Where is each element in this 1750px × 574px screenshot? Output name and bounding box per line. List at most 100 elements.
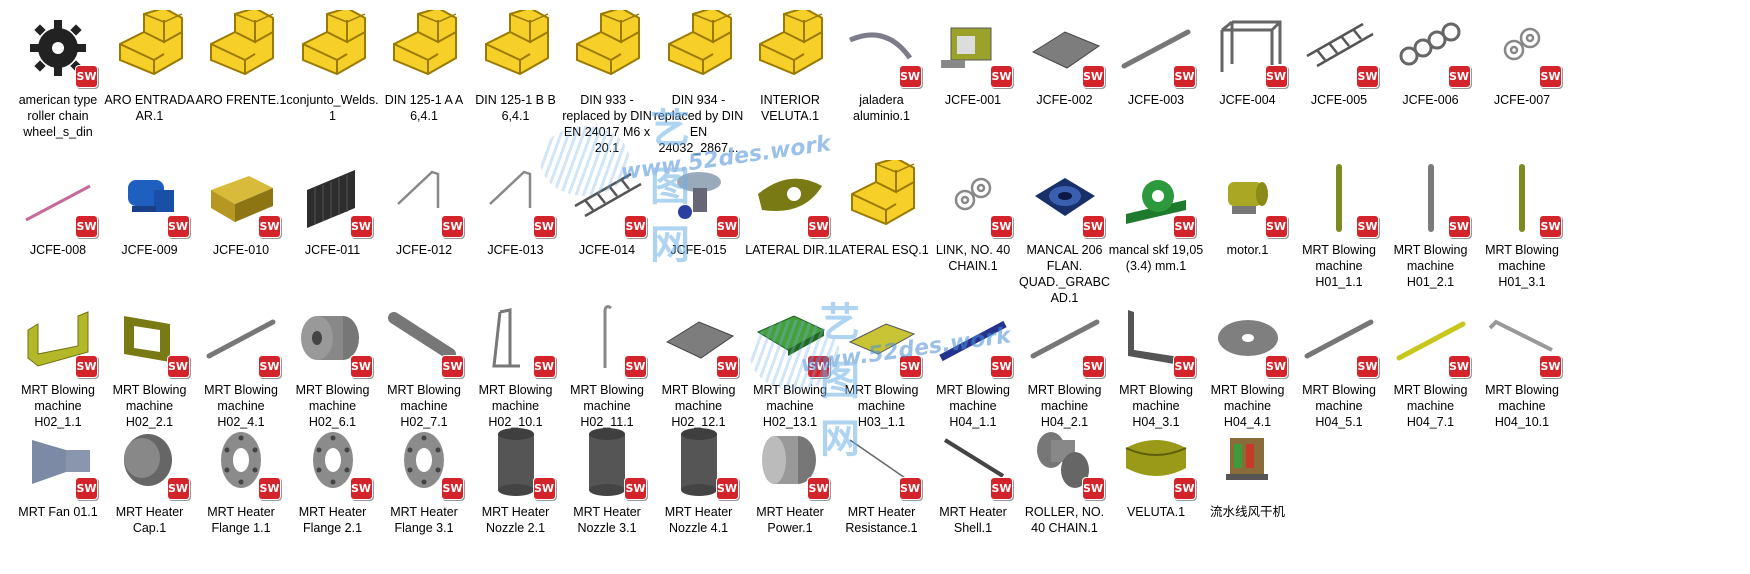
file-item[interactable]: ARO ENTRADA AR.1 — [100, 4, 200, 124]
part-thumbnail-icon: SW — [1381, 154, 1481, 242]
solidworks-badge-icon: SW — [1174, 216, 1195, 237]
solidworks-badge-icon: SW — [991, 478, 1012, 499]
solidworks-badge-icon: SW — [1540, 216, 1561, 237]
assembly-folder-icon — [374, 4, 474, 92]
solidworks-badge-icon: SW — [533, 356, 555, 377]
solidworks-badge-icon: SW — [167, 356, 189, 377]
file-item[interactable]: DIN 125-1 A A 6,4.1 — [374, 4, 474, 124]
file-name-label: JCFE-004 — [1219, 93, 1276, 107]
part-thumbnail-icon — [1198, 416, 1298, 504]
solidworks-badge-icon: SW — [259, 216, 280, 237]
file-name-label: JCFE-012 — [395, 243, 453, 257]
part-thumbnail-icon: SW — [1106, 416, 1206, 504]
part-thumbnail-icon: SW — [557, 416, 657, 504]
file-name-label: JCFE-011 — [304, 243, 361, 257]
file-name-label: MRT Blowing machine H02_6.1 — [295, 383, 370, 429]
file-name-label: MRT Blowing machine H01_2.1 — [1393, 243, 1468, 289]
solidworks-badge-icon: SW — [1265, 356, 1287, 377]
file-item[interactable]: INTERIOR VELUTA.1 — [740, 4, 840, 124]
file-name-label: MRT Heater Nozzle 4.1 — [664, 505, 733, 535]
part-thumbnail-icon: SW — [1015, 154, 1115, 242]
file-name-label: JCFE-015 — [670, 243, 727, 257]
solidworks-badge-icon: SW — [442, 478, 463, 499]
file-item[interactable]: SW MRT Blowing machine H01_2.1 — [1381, 154, 1481, 290]
part-thumbnail-icon: SW — [100, 294, 200, 382]
part-thumbnail-icon: SW — [1472, 294, 1572, 382]
solidworks-badge-icon: SW — [1082, 478, 1104, 499]
part-thumbnail-icon: SW — [1472, 4, 1572, 92]
part-thumbnail-icon: SW — [466, 154, 566, 242]
file-item[interactable]: DIN 933 - replaced by DIN EN 24017 M6 x … — [557, 4, 657, 156]
assembly-folder-icon — [832, 154, 932, 242]
file-item[interactable]: DIN 934 - replaced by DIN EN 24032_2867.… — [649, 4, 749, 156]
file-item[interactable]: DIN 125-1 B B 6,4.1 — [466, 4, 566, 124]
solidworks-badge-icon: SW — [259, 356, 280, 377]
file-item[interactable]: 流水线风干机 — [1198, 416, 1298, 520]
part-thumbnail-icon: SW — [740, 416, 840, 504]
solidworks-badge-icon: SW — [1448, 216, 1470, 237]
file-item[interactable]: conjunto_Welds.1 — [283, 4, 383, 124]
solidworks-badge-icon: SW — [899, 478, 921, 499]
file-name-label: motor.1 — [1226, 243, 1269, 257]
file-item[interactable]: ARO FRENTE.1 — [191, 4, 291, 108]
file-item[interactable]: LATERAL ESQ.1 — [832, 154, 932, 258]
file-name-label: JCFE-007 — [1493, 93, 1551, 107]
file-name-label: MRT Blowing machine H04_1.1 — [936, 383, 1010, 429]
